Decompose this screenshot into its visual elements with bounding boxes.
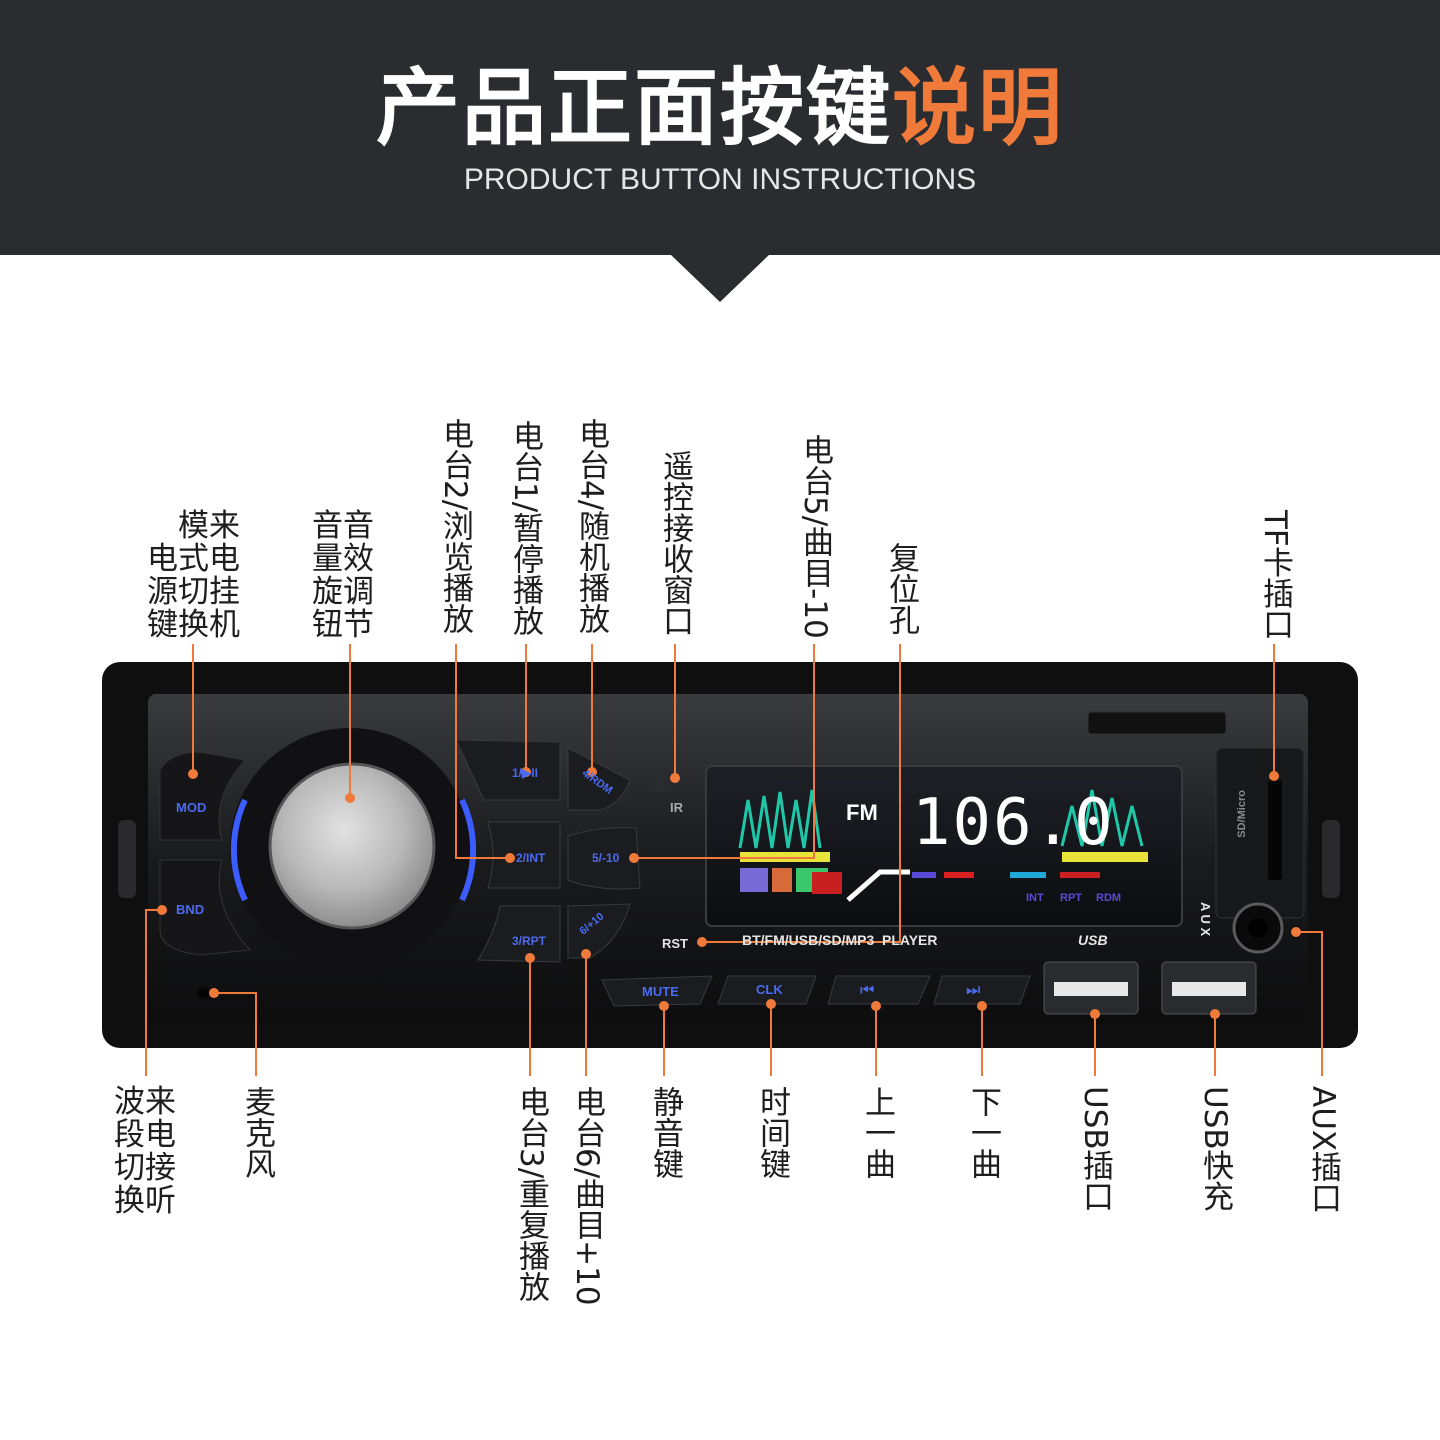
label-prev: 上一曲 [859, 1086, 895, 1179]
title-main: 产品正面按键 [375, 59, 892, 157]
label-band-line-3: 切接 [114, 1150, 176, 1186]
next-button-shape[interactable] [933, 975, 1031, 1005]
mod-button-label[interactable]: MOD [176, 800, 207, 815]
callout-lines [145, 644, 1323, 1076]
label-volume-knob: 音音 量效 旋调 钮节 [312, 510, 374, 642]
label-usb-port: USB插口 [1077, 1086, 1113, 1212]
label-preset-3: 电台3/重复播放 [513, 1086, 549, 1303]
label-band-call: 波来 段电 切接 换听 [114, 1086, 176, 1218]
tf-slot [1268, 780, 1282, 880]
ir-sensor [650, 768, 674, 792]
label-tf-slot: TF卡插口 [1257, 510, 1293, 640]
mute-button-shape[interactable] [601, 975, 713, 1007]
label-mode-power-line-2: 电式电 [147, 541, 240, 577]
preset-5-button[interactable]: 5/-10 [592, 851, 620, 865]
label-preset-6: 电台6/曲目+10 [569, 1086, 605, 1306]
display-flag-rdm: RDM [1096, 892, 1122, 904]
left-release-slot [118, 820, 136, 898]
title-accent: 说明 [892, 59, 1065, 157]
next-button[interactable]: ⏭ [966, 980, 981, 999]
btn-3-shape[interactable] [477, 905, 561, 963]
player-label: BT/FM/USB/SD/MP3 PLAYER [742, 932, 938, 948]
rst-label: RST [662, 936, 688, 951]
volume-knob[interactable] [268, 762, 436, 930]
label-clock: 时间键 [754, 1086, 790, 1179]
bnd-button-shape[interactable] [159, 859, 252, 956]
page-title: 产品正面按键说明 [0, 58, 1440, 158]
header-notch [670, 254, 770, 302]
btn-6-shape[interactable] [567, 903, 631, 959]
label-mute: 静音键 [647, 1086, 683, 1179]
label-band-line-1: 波来 [114, 1084, 176, 1120]
display-frequency: 106.0 [912, 786, 1115, 860]
right-release-slot [1322, 820, 1340, 898]
preset-1-button[interactable]: 1/▶II [512, 766, 538, 780]
btn-5-shape[interactable] [567, 827, 641, 890]
label-volume-line-2: 量效 [312, 541, 374, 577]
lcd-equalizer-right [912, 789, 1148, 878]
btn-4-shape[interactable] [567, 747, 631, 811]
label-preset-2: 电台2/浏览播放 [437, 418, 473, 635]
label-preset-4: 电台4/随机播放 [573, 418, 609, 635]
prev-button[interactable]: ⏮ [860, 980, 875, 999]
label-band-line-4: 换听 [114, 1183, 176, 1219]
label-preset-1: 电台1/暂停播放 [507, 420, 543, 637]
label-mode-power: 模来 电式电 源切挂 键换机 [140, 510, 240, 642]
label-usb-charge: USB快充 [1197, 1086, 1233, 1212]
label-volume-line-3: 旋调 [312, 574, 374, 610]
clk-button-shape[interactable] [717, 975, 817, 1005]
label-volume-line-4: 钮节 [312, 607, 374, 643]
label-mode-power-line-3: 源切挂 [147, 574, 240, 610]
btn-2-shape[interactable] [487, 821, 561, 889]
label-band-line-2: 段电 [114, 1117, 176, 1153]
sd-micro-label: SD/Micro [1236, 790, 1248, 838]
label-mode-power-line-4: 键换机 [147, 607, 240, 643]
display-flag-rpt: RPT [1060, 892, 1082, 904]
microphone-hole [197, 987, 209, 999]
knob-led-left [230, 798, 248, 902]
label-volume-line-1: 音音 [312, 508, 374, 544]
preset-2-button[interactable]: 2/INT [516, 851, 546, 865]
label-aux-port: AUX插口 [1305, 1086, 1341, 1214]
mute-button[interactable]: MUTE [642, 984, 679, 999]
header-banner [0, 0, 1440, 255]
label-preset-5: 电台5/曲目-10 [797, 434, 833, 639]
label-reset: 复位孔 [883, 542, 919, 635]
display-flag-int: INT [1026, 892, 1044, 904]
top-slot [1087, 711, 1227, 735]
aux-letters: A U X [1198, 902, 1213, 937]
ir-mark: IR [670, 800, 683, 815]
mod-button-shape[interactable] [159, 751, 246, 841]
btn-1-shape[interactable] [455, 739, 561, 801]
clk-button[interactable]: CLK [756, 982, 783, 997]
sd-panel [1215, 747, 1305, 919]
label-mode-power-line-1: 模来 [178, 508, 240, 544]
prev-button-shape[interactable] [827, 975, 931, 1005]
page-subtitle: PRODUCT BUTTON INSTRUCTIONS [463, 163, 977, 196]
bnd-button-label[interactable]: BND [176, 902, 205, 917]
label-ir-window: 遥控接收窗口 [657, 450, 693, 636]
usb-label: USB [1078, 932, 1108, 948]
label-next: 下一曲 [965, 1086, 1001, 1179]
preset-3-button[interactable]: 3/RPT [512, 934, 547, 948]
knob-led-right [459, 798, 477, 902]
display-band: FM [846, 800, 878, 825]
label-microphone: 麦克风 [239, 1086, 275, 1179]
